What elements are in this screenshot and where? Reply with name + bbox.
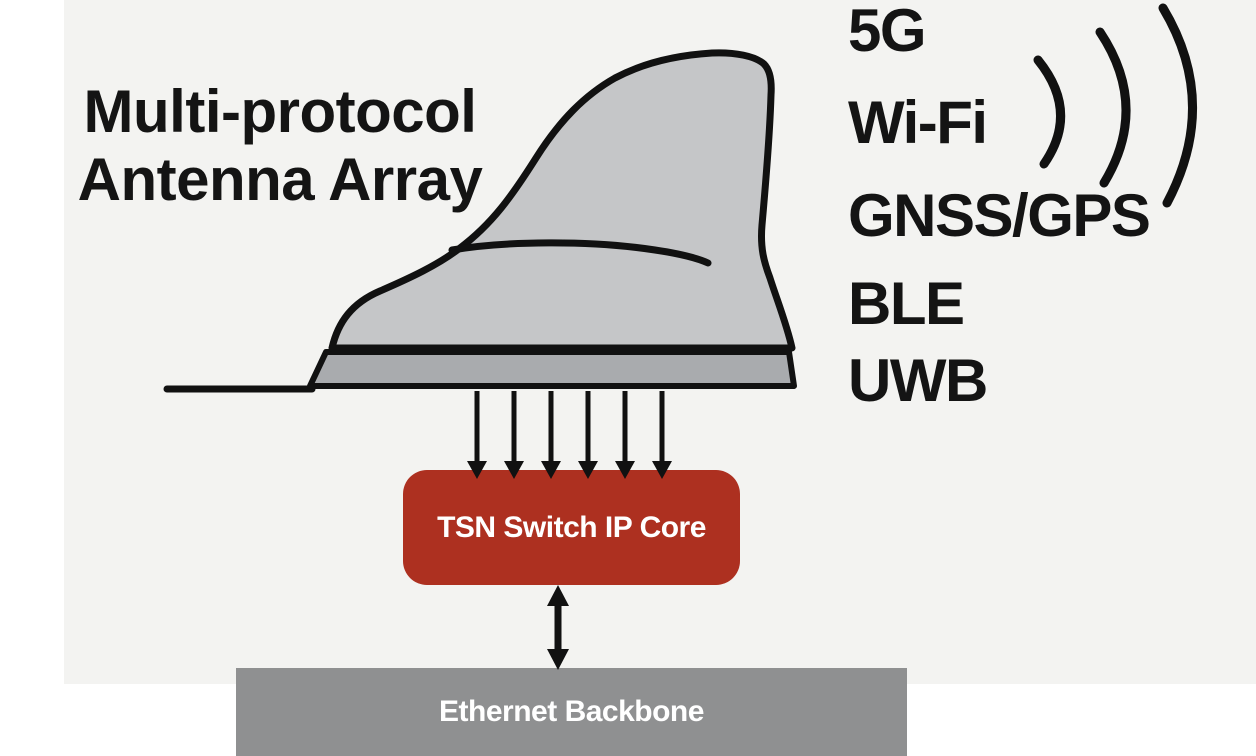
arrow-head-up [547, 585, 569, 606]
antenna-array-label-line1: Multi-protocol [83, 78, 477, 145]
ethernet-backbone-bar [236, 668, 907, 756]
arrow-head [504, 461, 524, 479]
arrow-head [541, 461, 561, 479]
antenna-feed-arrows [467, 391, 672, 479]
protocol-label-wifi: Wi-Fi [848, 89, 988, 156]
protocol-label-gnss-gps: GNSS/GPS [848, 182, 1151, 249]
protocol-label-5g: 5G [848, 0, 927, 64]
tsn-switch-box [403, 470, 740, 585]
tsn-switch-label: TSN Switch IP Core [437, 510, 706, 544]
signal-arc-large [1158, 3, 1198, 208]
antenna-array-label-line2: Antenna Array [77, 146, 483, 213]
fin-crease-line [448, 239, 712, 267]
arrow-head [652, 461, 672, 479]
ethernet-backbone-label: Ethernet Backbone [439, 695, 704, 728]
protocol-label-uwb: UWB [848, 347, 988, 414]
arrow-head [467, 461, 487, 479]
arrow-head-down [547, 649, 569, 670]
signal-arc-medium [1095, 27, 1131, 188]
protocol-label-ble: BLE [848, 270, 965, 337]
arrow-head [615, 461, 635, 479]
arrow-head [578, 461, 598, 479]
antenna-array-label: Multi-protocol Antenna Array [40, 78, 520, 214]
shark-fin-antenna [328, 49, 796, 352]
bidirectional-arrow [547, 585, 569, 670]
antenna-base [307, 349, 797, 389]
signal-waves-icon [1033, 3, 1198, 208]
signal-arc-small [1033, 55, 1065, 169]
